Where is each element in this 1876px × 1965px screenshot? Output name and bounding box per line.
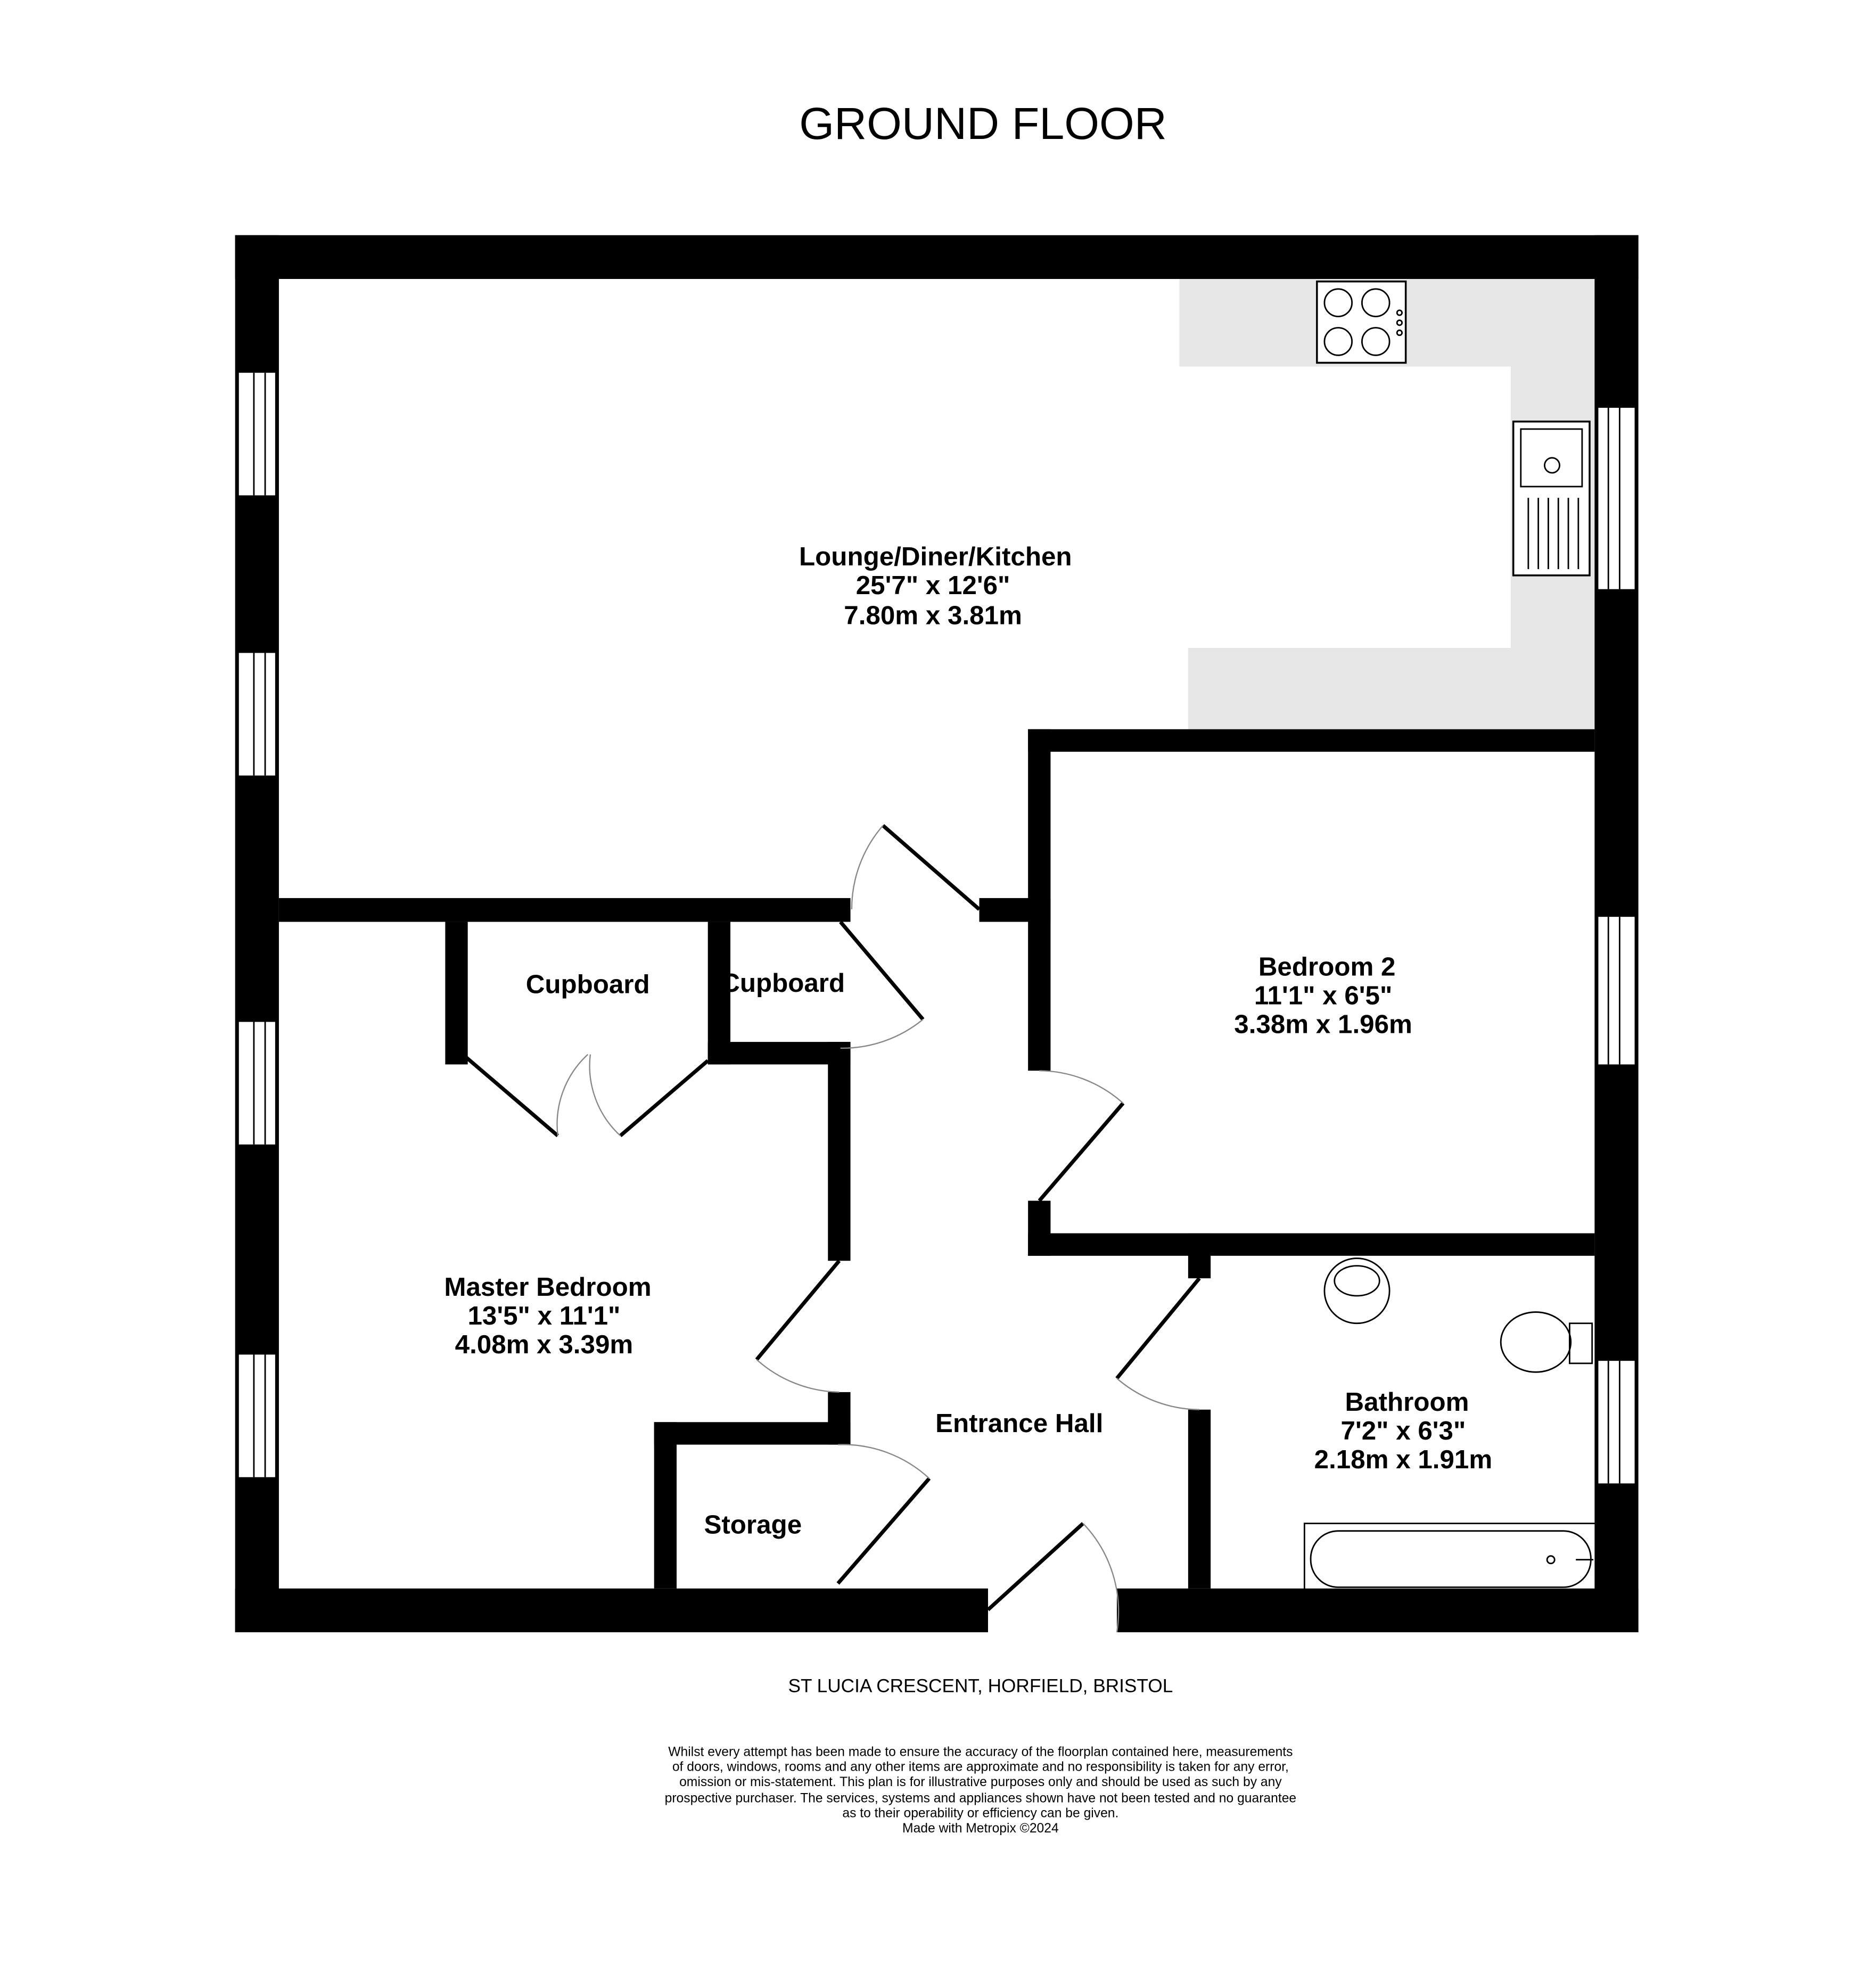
- disclaimer: Whilst every attempt has been made to en…: [665, 1745, 1297, 1836]
- room-size-imperial-bedroom2: 11'1" x 6'5": [1254, 981, 1393, 1010]
- disclaimer-line: omission or mis-statement. This plan is …: [679, 1775, 1282, 1789]
- window: [1598, 1361, 1635, 1484]
- doors: [461, 824, 1201, 1633]
- window: [1598, 917, 1635, 1065]
- disclaimer-line: Whilst every attempt has been made to en…: [668, 1745, 1293, 1760]
- hob-icon: [1316, 280, 1407, 364]
- disclaimer-line: as to their operability or efficiency ca…: [842, 1806, 1118, 1821]
- room-name-bedroom2: Bedroom 2: [1258, 952, 1396, 982]
- room-size-metric-bedroom2: 3.38m x 1.96m: [1234, 1010, 1412, 1039]
- floor-title: GROUND FLOOR: [799, 98, 1167, 149]
- room-name-lounge: Lounge/Diner/Kitchen: [799, 542, 1072, 571]
- sink-icon: [1512, 421, 1591, 577]
- room-name-master-bedroom: Master Bedroom: [444, 1272, 651, 1302]
- window: [238, 1022, 275, 1145]
- disclaimer-line: of doors, windows, rooms and any other i…: [672, 1760, 1289, 1774]
- room-name-bathroom: Bathroom: [1345, 1387, 1469, 1417]
- interior-walls: [278, 729, 1595, 1589]
- windows: [238, 373, 1635, 1484]
- kitchen-counter: [1179, 279, 1595, 729]
- room-size-metric-master-bedroom: 4.08m x 3.39m: [455, 1330, 633, 1359]
- room-size-imperial-lounge: 25'7" x 12'6": [856, 571, 1010, 600]
- room-size-imperial-bathroom: 7'2" x 6'3": [1341, 1416, 1466, 1445]
- bath-icon: [1303, 1523, 1599, 1596]
- room-size-imperial-master-bedroom: 13'5" x 11'1": [467, 1301, 620, 1330]
- window: [238, 373, 275, 496]
- window: [238, 653, 275, 776]
- disclaimer-line: prospective purchaser. The services, sys…: [665, 1791, 1297, 1805]
- toilet-icon: [1500, 1311, 1593, 1373]
- room-name-cupboard: Cupboard: [526, 969, 650, 999]
- room-name-entrance-hall: Entrance Hall: [935, 1409, 1103, 1438]
- window: [1598, 407, 1635, 589]
- basin-icon: [1323, 1257, 1390, 1325]
- address: ST LUCIA CRESCENT, HORFIELD, BRISTOL: [788, 1676, 1173, 1697]
- credit: Made with Metropix ©2024: [902, 1821, 1059, 1836]
- room-name-cupboard-small: Cupboard: [721, 968, 845, 998]
- window: [238, 1354, 275, 1477]
- room-size-metric-lounge: 7.80m x 3.81m: [844, 601, 1022, 630]
- room-name-storage: Storage: [704, 1510, 802, 1539]
- room-size-metric-bathroom: 2.18m x 1.91m: [1314, 1445, 1493, 1474]
